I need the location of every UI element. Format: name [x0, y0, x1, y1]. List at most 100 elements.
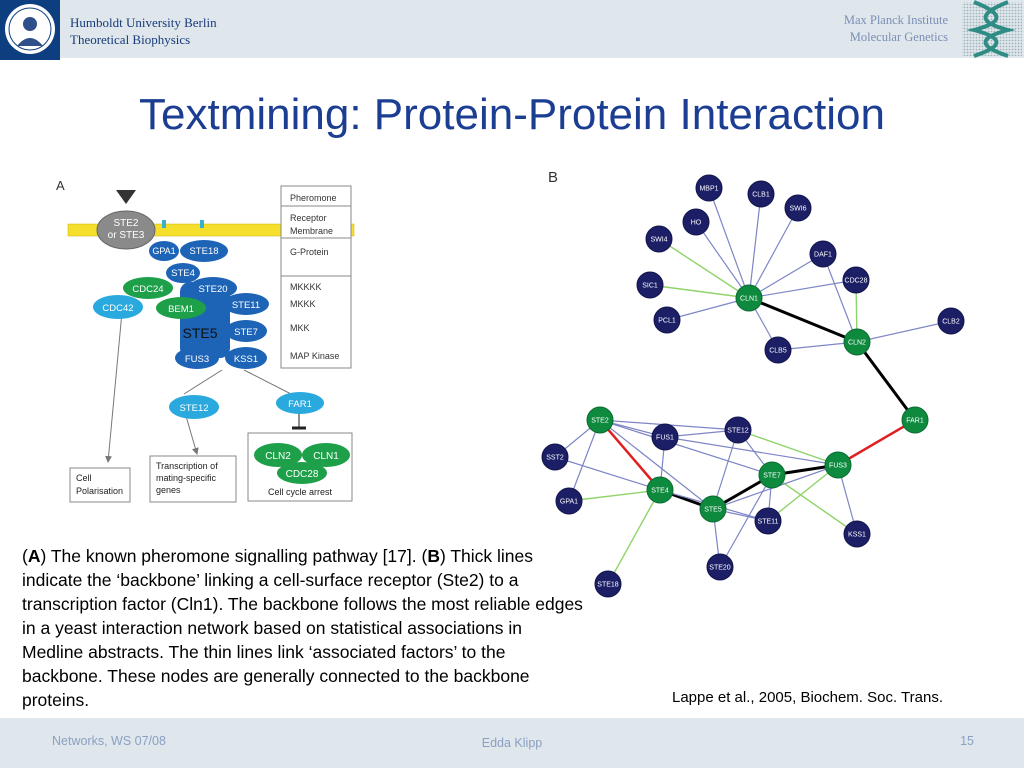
network-node-circle-kss1: [843, 520, 871, 548]
network-node-fus1: FUS1: [651, 423, 679, 451]
network-node-circle-ste20: [706, 553, 734, 581]
slide-title: Textmining: Protein-Protein Interaction: [139, 90, 885, 139]
node-far1-label: FAR1: [288, 399, 312, 410]
network-node-swi6: SWI6: [784, 194, 812, 222]
cell-polarisation-box: [69, 467, 131, 503]
network-edge-cln1-cln2: [748, 296, 858, 344]
node-cln1-label: CLN1: [313, 451, 339, 462]
network-node-cln2: CLN2: [843, 328, 871, 356]
network-node-ste12: STE12: [724, 416, 752, 444]
network-edge-pcl1-cln1: [666, 297, 750, 321]
network-node-circle-fus1: [651, 423, 679, 451]
network-node-circle-far1: [901, 406, 929, 434]
node-ste2-line1: STE2: [113, 218, 138, 229]
figure-b-panel-label: B: [548, 169, 558, 186]
network-node-circle-pcl1: [653, 306, 681, 334]
network-node-label-ste12: STE12: [727, 428, 749, 435]
network-edge-daf1-cln1: [748, 253, 824, 299]
outcome-polar-line2: Polarisation: [76, 486, 123, 496]
network-node-cln1: CLN1: [735, 284, 763, 312]
node-ste12-label: STE12: [179, 403, 208, 414]
network-node-circle-cln2: [843, 328, 871, 356]
node-ste4-label: STE4: [171, 268, 195, 279]
node-gpa1-label: GPA1: [152, 246, 175, 256]
network-node-circle-ste12: [724, 416, 752, 444]
network-node-pcl1: PCL1: [653, 306, 681, 334]
network-node-ste20: STE20: [706, 553, 734, 581]
network-node-clb5: CLB5: [764, 336, 792, 364]
institute-name: Max Planck Institute Molecular Genetics: [844, 12, 948, 46]
network-node-circle-mbp1: [695, 174, 723, 202]
network-node-circle-ste7: [758, 461, 786, 489]
layer-legend-box: [280, 185, 352, 369]
network-node-sst2: SST2: [541, 443, 569, 471]
figure-caption: (A) The known pheromone signalling pathw…: [22, 544, 587, 712]
network-node-label-mbp1: MBP1: [699, 186, 718, 193]
network-node-label-sic1: SIC1: [642, 283, 658, 290]
network-node-circle-ho: [682, 208, 710, 236]
node-cln2-label: CLN2: [265, 451, 291, 462]
network-edge-gpa1-ste4: [568, 489, 661, 502]
node-ste2: [96, 210, 156, 250]
network-edge-ste2-gpa1: [568, 419, 601, 502]
network-node-clb2: CLB2: [937, 307, 965, 335]
network-node-label-ho: HO: [691, 220, 702, 227]
network-node-label-ste18: STE18: [597, 582, 619, 589]
node-ste11-label: STE11: [232, 300, 260, 311]
network-edge-ste18-ste4: [607, 489, 661, 585]
network-edge-ste20-ste7: [719, 474, 773, 568]
network-node-label-ste7: STE7: [763, 473, 781, 480]
network-node-circle-daf1: [809, 240, 837, 268]
network-node-circle-gpa1: [555, 487, 583, 515]
node-cdc28-a-label: CDC28: [286, 469, 319, 480]
node-gpa1: [149, 241, 179, 261]
node-ste20: [189, 277, 237, 299]
footer-course: Networks, WS 07/08: [52, 734, 166, 748]
network-node-circle-ste2: [586, 406, 614, 434]
network-node-circle-sst2: [541, 443, 569, 471]
university-name: Humboldt University Berlin Theoretical B…: [70, 14, 217, 48]
figure-a-panel-label: A: [56, 178, 65, 193]
network-edge-ste2-ste4: [599, 419, 661, 491]
network-node-label-cln3: CLB1: [752, 192, 770, 199]
transcription-box: [149, 455, 237, 503]
label-gprotein: G-Protein: [290, 247, 329, 257]
network-node-swi4: SWI4: [645, 225, 673, 253]
network-node-label-ste5: STE5: [704, 507, 722, 514]
dna-helix-icon: [960, 0, 1024, 58]
network-edge-cln3-cln1: [748, 193, 762, 299]
node-cdc42: [93, 295, 143, 319]
node-fus3-label: FUS3: [185, 354, 209, 365]
network-node-ste7: STE7: [758, 461, 786, 489]
node-ste5-label: STE5: [182, 325, 217, 341]
network-edge-cln2-far1: [855, 341, 917, 421]
institute-line-2: Molecular Genetics: [849, 30, 948, 44]
network-node-ste11: STE11: [754, 507, 782, 535]
network-edge-cdc28-cln1: [748, 279, 857, 299]
network-node-circle-cln1: [735, 284, 763, 312]
network-edge-sst2-ste4: [554, 456, 661, 491]
network-node-circle-sic1: [636, 271, 664, 299]
network-node-circle-cln3: [747, 180, 775, 208]
network-node-label-clb2: CLB2: [942, 319, 960, 326]
network-edge-ho-cln1: [695, 221, 750, 299]
figure-a-pathway: A Pheromone Receptor Membrane G-Protein …: [52, 172, 372, 508]
footer-bar: Networks, WS 07/08 Edda Klipp 15: [0, 718, 1024, 768]
network-edge-fus1-fus3: [664, 436, 839, 466]
footer-page-number: 15: [960, 734, 974, 748]
network-node-label-clb5: CLB5: [769, 348, 787, 355]
institute-line-1: Max Planck Institute: [843, 13, 948, 27]
node-ste12: [169, 395, 219, 419]
node-bem1: [156, 297, 206, 319]
network-node-circle-clb5: [764, 336, 792, 364]
network-node-label-cln2: CLN2: [848, 340, 866, 347]
node-ste18-label: STE18: [189, 246, 218, 257]
network-edge-swi6-cln1: [748, 207, 799, 299]
network-node-circle-ste5: [699, 495, 727, 523]
label-mapk: MAP Kinase: [290, 351, 339, 361]
network-node-ste18: STE18: [594, 570, 622, 598]
node-ste4: [166, 263, 200, 283]
node-fus3: [175, 347, 219, 369]
citation: Lappe et al., 2005, Biochem. Soc. Trans.: [672, 689, 943, 706]
